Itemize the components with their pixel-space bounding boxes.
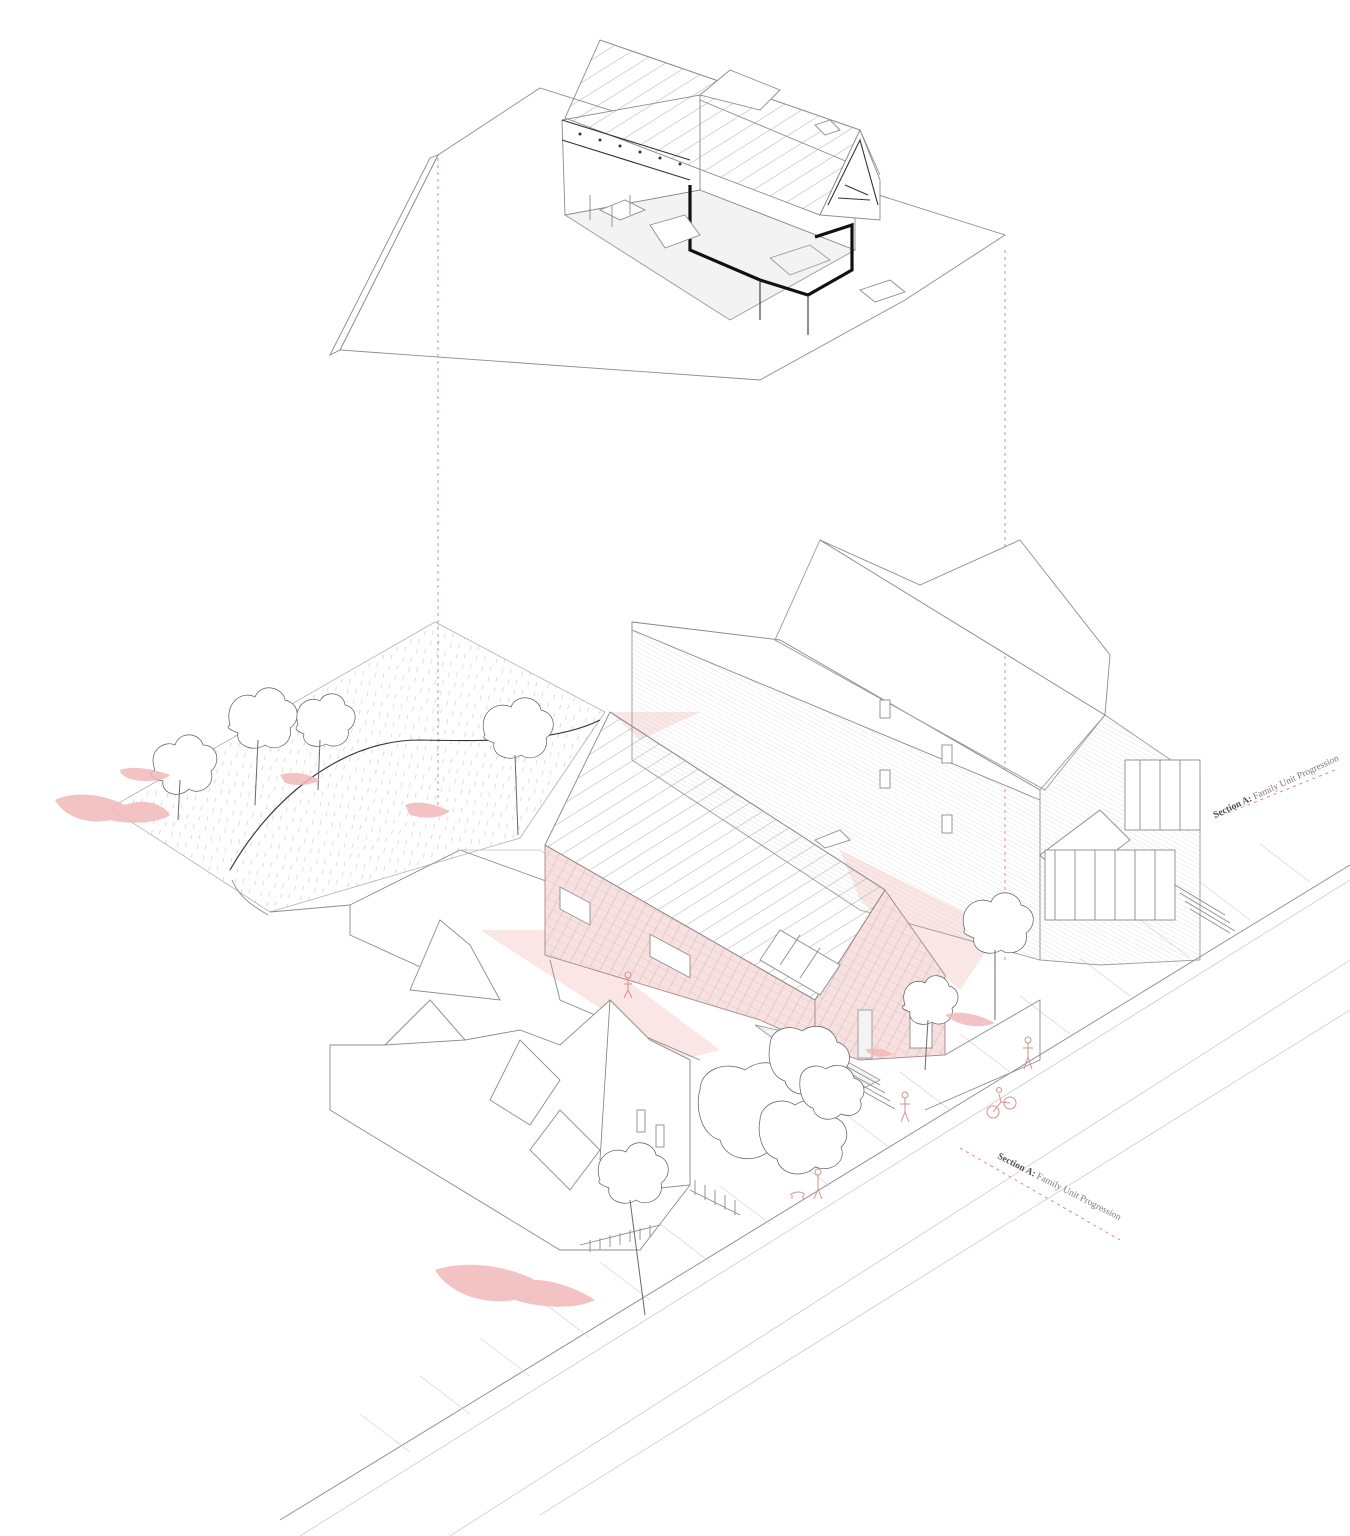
section-marker-upper: Section A: Family Unit Progression (1212, 754, 1341, 821)
exploded-unit-section (328, 39, 1007, 381)
rear-house-windows (879, 699, 953, 834)
tree (962, 892, 1034, 1020)
people (623, 971, 1033, 1200)
tree (597, 1142, 669, 1316)
section-label-lower: Section A: Family Unit Progression (996, 1152, 1123, 1223)
person-figure (900, 1091, 910, 1123)
neighbor-house-rear (631, 539, 1236, 966)
front-garden-shrubs (697, 1026, 865, 1175)
neighbor-house-front (329, 919, 741, 1252)
person-with-dog (789, 1168, 823, 1200)
person-figure (623, 971, 633, 999)
tree (482, 697, 554, 836)
cyclist-figure (986, 1087, 1017, 1119)
trees (150, 687, 1034, 1316)
section-label-upper: Section A: Family Unit Progression (1212, 754, 1341, 821)
unit-furniture (589, 195, 906, 303)
tree (150, 734, 218, 821)
tree (227, 687, 298, 806)
tree (295, 693, 356, 791)
tree (901, 975, 959, 1071)
person-figure (1023, 1036, 1033, 1070)
tree-shadows (55, 767, 995, 1307)
rear-house-porch (1039, 759, 1236, 934)
unit-truss (819, 128, 881, 221)
skylight-panels (759, 929, 841, 996)
